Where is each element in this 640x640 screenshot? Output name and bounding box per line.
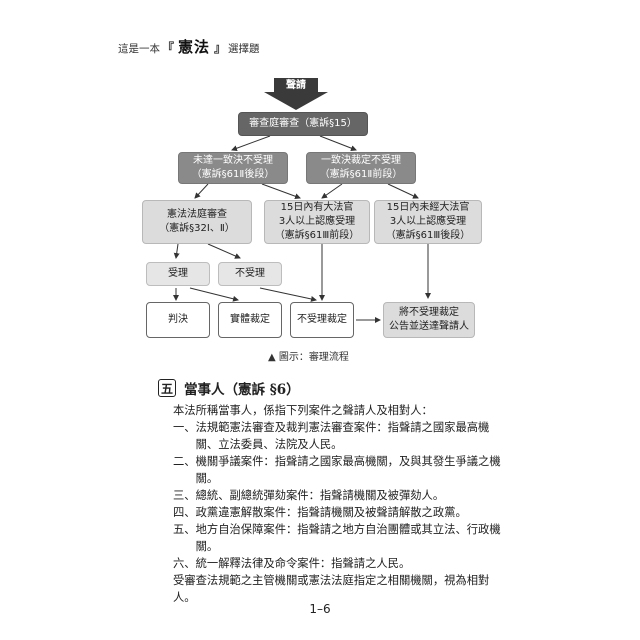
announce-line2: 公告並送達聲請人 (389, 321, 469, 332)
list-item-text: 機關爭議案件：指聲請之國家最高機關，及與其發生爭議之機關。 (195, 455, 501, 485)
substantive-ruling-box: 實體裁定 (218, 302, 282, 338)
list-item: 二、 機關爭議案件：指聲請之國家最高機關，及與其發生爭議之機關。 (173, 453, 505, 487)
list-item-text: 總統、副總統彈劾案件：指聲請機關及被彈劾人。 (195, 489, 445, 502)
list-item: 三、 總統、副總統彈劾案件：指聲請機關及被彈劾人。 (173, 487, 505, 504)
accept-box: 受理 (146, 262, 210, 286)
right-branch-box: 一致決裁定不受理 （憲訴§61Ⅱ前段） (306, 152, 416, 184)
header-brand: 憲法 (178, 38, 211, 56)
list-item: 六、 統一解釋法律及命令案件：指聲請之人民。 (173, 555, 505, 572)
list-item: 四、 政黨違憲解散案件：指聲請機關及被聲請解散之政黨。 (173, 504, 505, 521)
header-prefix: 這是一本 (118, 43, 160, 55)
within-yes-line2: 3人以上認應受理 (278, 216, 356, 227)
judgment-box: 判決 (146, 302, 210, 338)
section-body: 本法所稱當事人，係指下列案件之聲請人及相對人： 一、 法規範憲法審查及裁判憲法審… (173, 402, 505, 606)
list-item-number: 三、 (173, 489, 196, 502)
reject-box: 不受理 (218, 262, 282, 286)
within-no-line3: （憲訴§61Ⅲ後段） (385, 230, 471, 241)
within-yes-box: 15日內有大法官 3人以上認應受理 （憲訴§61Ⅲ前段） (264, 200, 370, 244)
announce-line1: 將不受理裁定 (399, 307, 459, 318)
review-box: 審查庭審查（憲訴§15） (238, 112, 368, 136)
within-no-line2: 3人以上認應受理 (389, 216, 467, 227)
list-item: 五、 地方自治保障案件：指聲請之地方自治團體或其立法、行政機關。 (173, 521, 505, 555)
list-item-text: 地方自治保障案件：指聲請之地方自治團體或其立法、行政機關。 (195, 523, 501, 553)
within-yes-line3: （憲訴§61Ⅲ前段） (274, 230, 360, 241)
court-review-box: 憲法法庭審查 （憲訴§32Ⅰ、Ⅱ） (142, 200, 252, 244)
list-item-number: 四、 (173, 506, 196, 519)
running-header: 這是一本 『 憲法 』 選擇題 (118, 36, 260, 57)
list-item: 一、 法規範憲法審查及裁判憲法審查案件：指聲請之國家最高機關、立法委員、法院及人… (173, 419, 505, 453)
announce-box: 將不受理裁定 公告並送達聲請人 (383, 302, 475, 338)
right-branch-line2: （憲訴§61Ⅱ前段） (319, 169, 403, 180)
reject-ruling-box: 不受理裁定 (290, 302, 354, 338)
list-item-number: 一、 (173, 421, 196, 434)
closing-paragraph: 受審查法規範之主管機關或憲法法庭指定之相關機關，視為相對人。 (173, 574, 490, 604)
header-bracket-open: 『 (162, 41, 175, 55)
left-branch-line2: （憲訴§61Ⅱ後段） (191, 169, 275, 180)
page-number: 1–6 (309, 602, 331, 616)
section-number: 五 (158, 379, 176, 397)
flowchart-connectors (173, 78, 431, 323)
header-suffix: 選擇題 (228, 43, 260, 55)
court-review-line2: （憲訴§32Ⅰ、Ⅱ） (159, 223, 235, 234)
section-heading: 五 當事人（憲訴 §6） (158, 378, 300, 398)
within-no-box: 15日內未經大法官 3人以上認應受理 （憲訴§61Ⅲ後段） (374, 200, 482, 244)
right-branch-line1: 一致決裁定不受理 (321, 155, 401, 166)
left-branch-line1: 未達一致決不受理 (193, 155, 273, 166)
apply-label: 聲請 (286, 80, 306, 91)
list-item-text: 政黨違憲解散案件：指聲請機關及被聲請解散之政黨。 (195, 506, 467, 519)
section-title: 當事人（憲訴 §6） (184, 382, 300, 398)
list-item-number: 六、 (173, 557, 196, 570)
within-yes-line1: 15日內有大法官 (280, 202, 354, 213)
header-bracket-close: 』 (214, 41, 227, 55)
apply-arrow-shape (264, 78, 328, 110)
list-item-number: 五、 (173, 523, 196, 536)
list-item-text: 法規範憲法審查及裁判憲法審查案件：指聲請之國家最高機關、立法委員、法院及人民。 (195, 421, 490, 451)
list-item-number: 二、 (173, 455, 196, 468)
left-branch-box: 未達一致決不受理 （憲訴§61Ⅱ後段） (178, 152, 288, 184)
within-no-line1: 15日內未經大法官 (386, 202, 470, 213)
figure-caption: ▲ 圖示：審理流程 (268, 352, 349, 363)
court-review-line1: 憲法法庭審查 (167, 209, 227, 220)
intro-paragraph: 本法所稱當事人，係指下列案件之聲請人及相對人： (173, 404, 433, 417)
list-item-text: 統一解釋法律及命令案件：指聲請之人民。 (195, 557, 411, 570)
